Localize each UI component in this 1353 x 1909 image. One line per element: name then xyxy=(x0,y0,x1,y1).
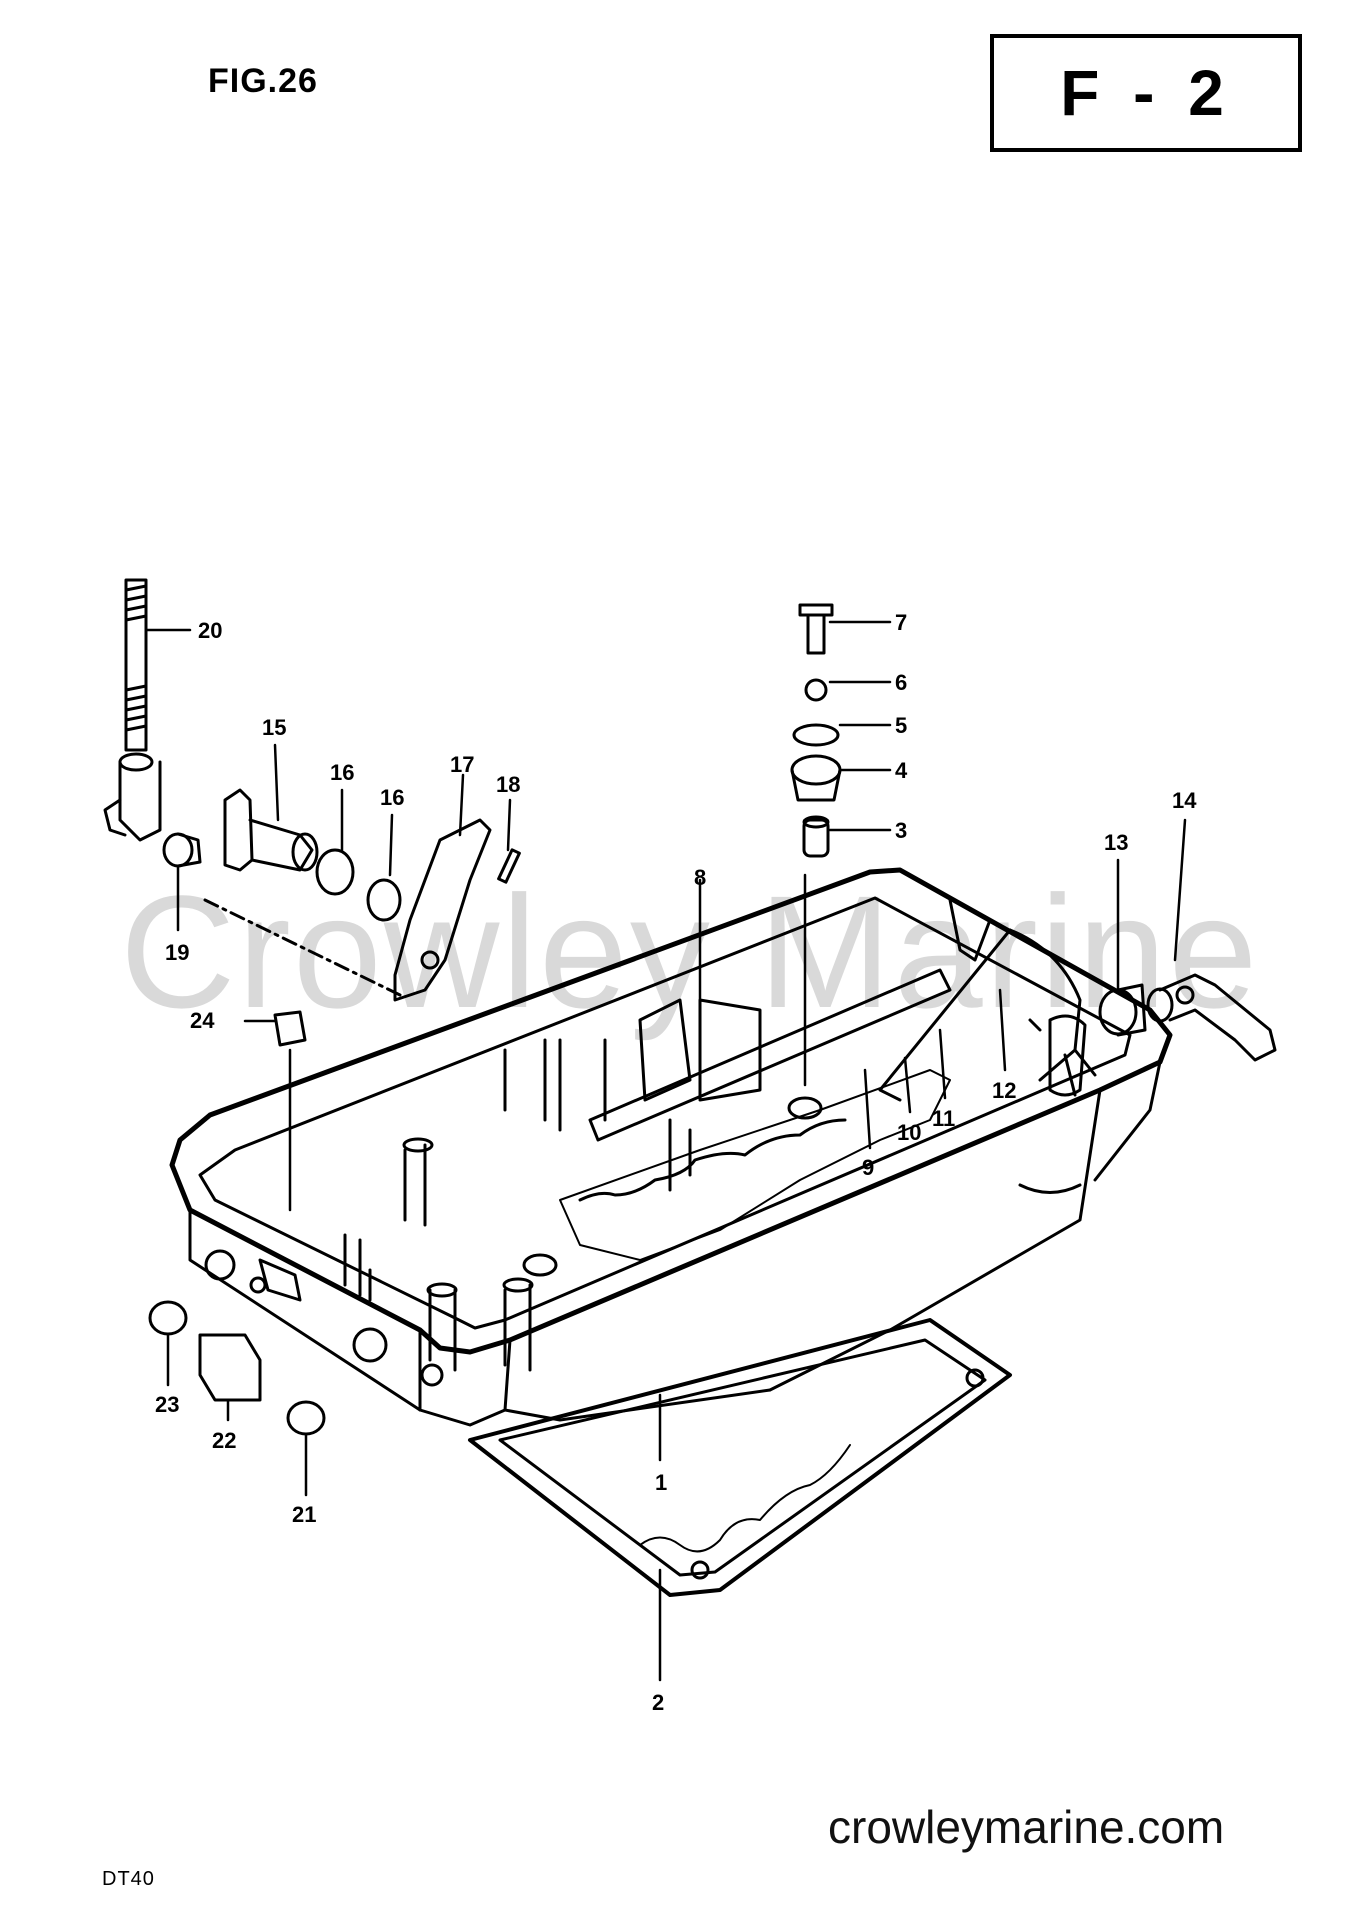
callout-16a: 16 xyxy=(330,760,354,785)
callout-20: 20 xyxy=(198,618,222,643)
callout-1: 1 xyxy=(655,1470,667,1495)
parts-left xyxy=(103,578,521,1047)
callout-11: 11 xyxy=(932,1106,955,1131)
callout-24: 24 xyxy=(190,1008,215,1033)
callout-16b: 16 xyxy=(380,785,404,810)
callout-19: 19 xyxy=(165,940,189,965)
callout-7: 7 xyxy=(895,610,907,635)
lower-case-drawing xyxy=(169,867,1173,1427)
website-label: crowleymarine.com xyxy=(828,1801,1225,1853)
leader-lines xyxy=(144,620,1187,1682)
figure-label: FIG.26 xyxy=(208,62,318,100)
callout-14: 14 xyxy=(1172,788,1197,813)
callout-23: 23 xyxy=(155,1392,179,1417)
callout-12: 12 xyxy=(992,1078,1016,1103)
callout-4: 4 xyxy=(895,758,908,783)
gasket-drawing xyxy=(468,1318,1012,1597)
callout-18: 18 xyxy=(496,772,520,797)
parts-top-right xyxy=(790,603,842,858)
callout-3: 3 xyxy=(895,818,907,843)
callout-numbers: 1 2 3 4 5 6 7 8 9 10 11 12 13 14 15 16 1… xyxy=(155,610,1197,1715)
model-label: DT40 xyxy=(102,1868,155,1890)
callout-5: 5 xyxy=(895,713,907,738)
callout-10: 10 xyxy=(897,1120,921,1145)
callout-2: 2 xyxy=(652,1690,664,1715)
callout-6: 6 xyxy=(895,670,907,695)
plugs-left xyxy=(148,1300,326,1436)
callout-9: 9 xyxy=(862,1155,874,1180)
callout-15: 15 xyxy=(262,715,286,740)
callout-13: 13 xyxy=(1104,830,1128,855)
section-code-box: F - 2 xyxy=(990,34,1302,152)
callout-21: 21 xyxy=(292,1502,316,1527)
callout-8: 8 xyxy=(694,865,706,890)
callout-17: 17 xyxy=(450,752,474,777)
callout-22: 22 xyxy=(212,1428,236,1453)
